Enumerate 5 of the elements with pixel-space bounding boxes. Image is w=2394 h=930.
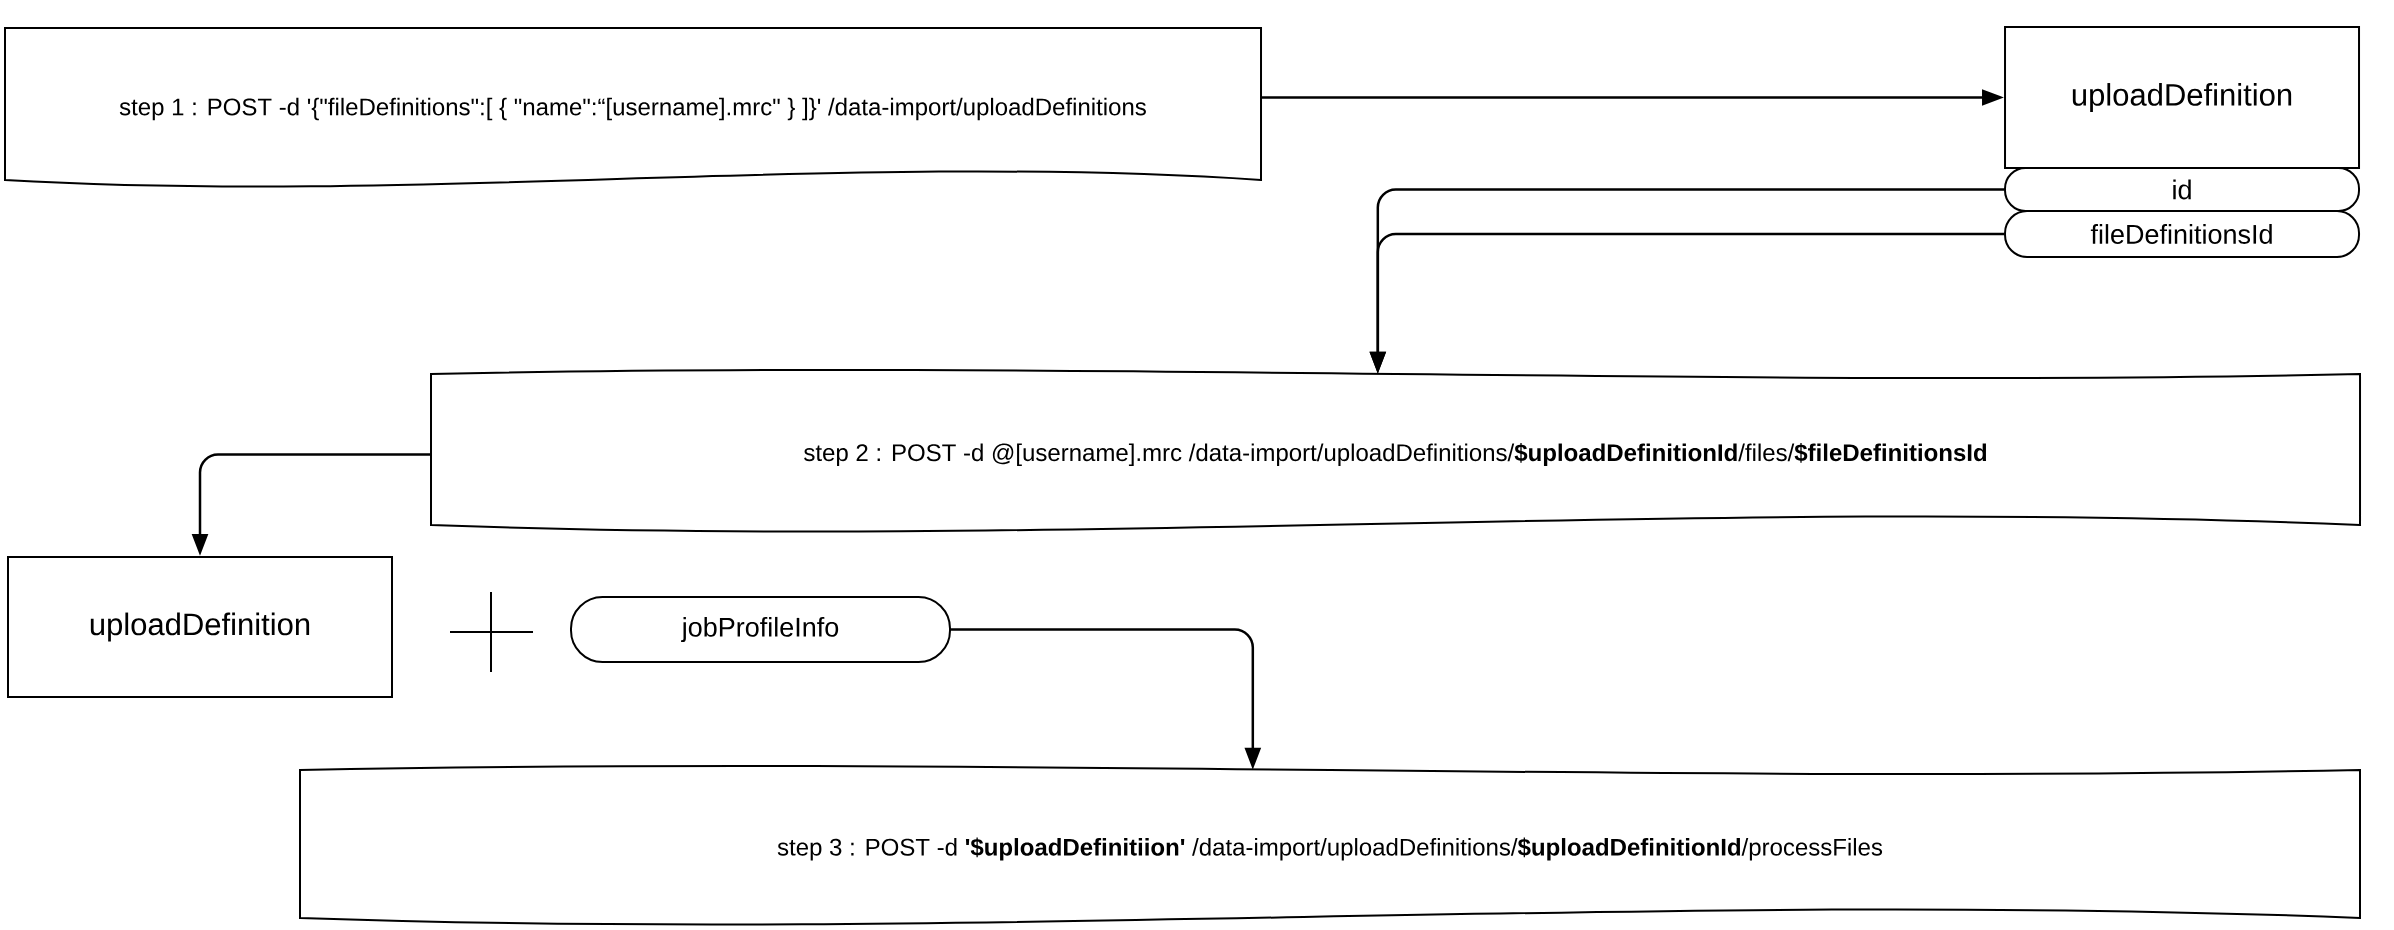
field-pill: fileDefinitionsId: [2004, 210, 2360, 258]
field-pill: jobProfileInfo: [570, 596, 951, 663]
field-pill: id: [2004, 167, 2360, 212]
process-box: uploadDefinition: [2004, 26, 2360, 169]
process-box: uploadDefinition: [7, 556, 393, 698]
